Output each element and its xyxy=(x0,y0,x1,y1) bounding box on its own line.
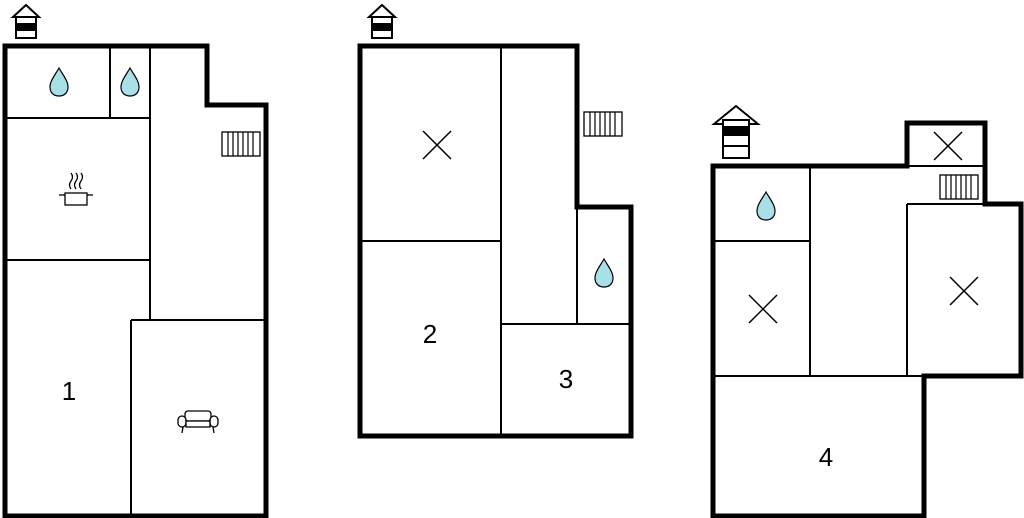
floor-1-water-drop-icon-2 xyxy=(120,67,140,97)
room-number-4: 4 xyxy=(819,442,833,472)
floor-2-plan: 2 3 xyxy=(357,4,634,439)
floor-2-bed-cross-icon xyxy=(422,130,452,160)
floor-2-outer-wall xyxy=(357,43,634,439)
floor-3-plan: 4 xyxy=(710,104,1024,518)
floor-1-water-drop-icon xyxy=(49,67,69,97)
floor-2-radiator-icon xyxy=(583,111,623,137)
floor-3-radiator-icon xyxy=(939,174,979,200)
floor-1-outer-wall xyxy=(2,43,269,518)
floor-2-water-drop-icon xyxy=(594,258,614,288)
floor-3-bed-cross-icon xyxy=(933,131,963,161)
floor-1-radiator-icon xyxy=(221,131,261,157)
floor-2-house-icon xyxy=(368,4,396,39)
floor-3-outer-wall xyxy=(710,120,1024,518)
floor-3-water-drop-icon xyxy=(756,191,776,221)
room-number-3: 3 xyxy=(559,364,573,394)
room-number-2: 2 xyxy=(423,319,437,349)
floor-3-house-icon xyxy=(711,104,761,159)
floor-1-plan: 1 xyxy=(2,4,269,518)
floor-3-bed-cross-icon-3 xyxy=(949,276,979,306)
floor-1-house-icon xyxy=(12,4,40,39)
floor-1-cooking-pot-icon xyxy=(59,172,93,206)
room-number-1: 1 xyxy=(62,376,76,406)
floor-1-sofa-icon xyxy=(177,410,219,434)
floor-3-bed-cross-icon-2 xyxy=(748,294,778,324)
